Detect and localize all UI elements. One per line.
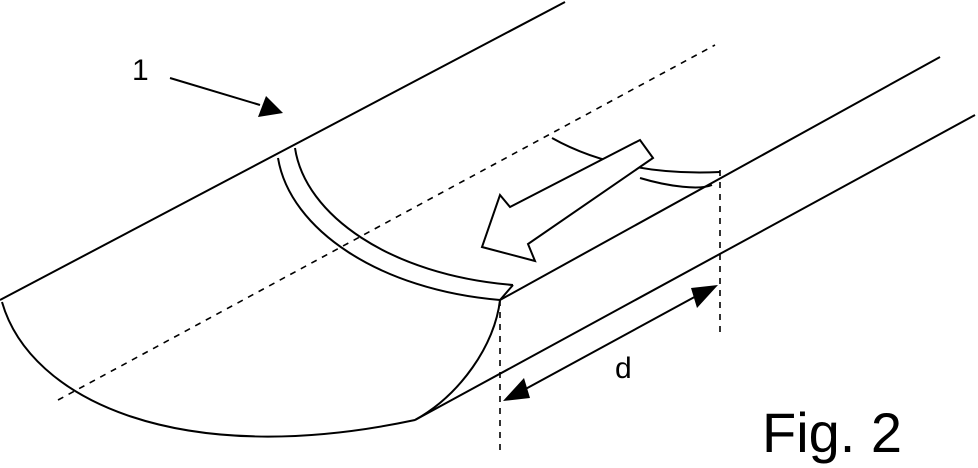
right-lower-edge-line xyxy=(414,114,976,421)
rear-groove-inner xyxy=(639,177,713,189)
reference-leader-line xyxy=(169,77,261,106)
groove-cap-line xyxy=(499,284,514,301)
dimension-label: d xyxy=(615,352,632,385)
dimension-arrowhead-left xyxy=(503,378,530,401)
figure-caption: Fig. 2 xyxy=(762,401,902,464)
reference-numeral: 1 xyxy=(132,54,149,87)
reference-arrowhead xyxy=(258,96,283,117)
end-face-inner-edge xyxy=(414,299,501,421)
dimension-line xyxy=(519,293,701,393)
movement-direction-arrow xyxy=(480,138,655,263)
upper-edge-line xyxy=(0,1,566,301)
hidden-edge-line xyxy=(57,44,716,401)
groove-outer-curve xyxy=(277,157,501,301)
right-upper-edge-line xyxy=(499,56,941,301)
groove-inner-curve xyxy=(294,147,514,286)
dimension-arrowhead-right xyxy=(691,285,718,308)
end-face-curve xyxy=(1,301,416,438)
